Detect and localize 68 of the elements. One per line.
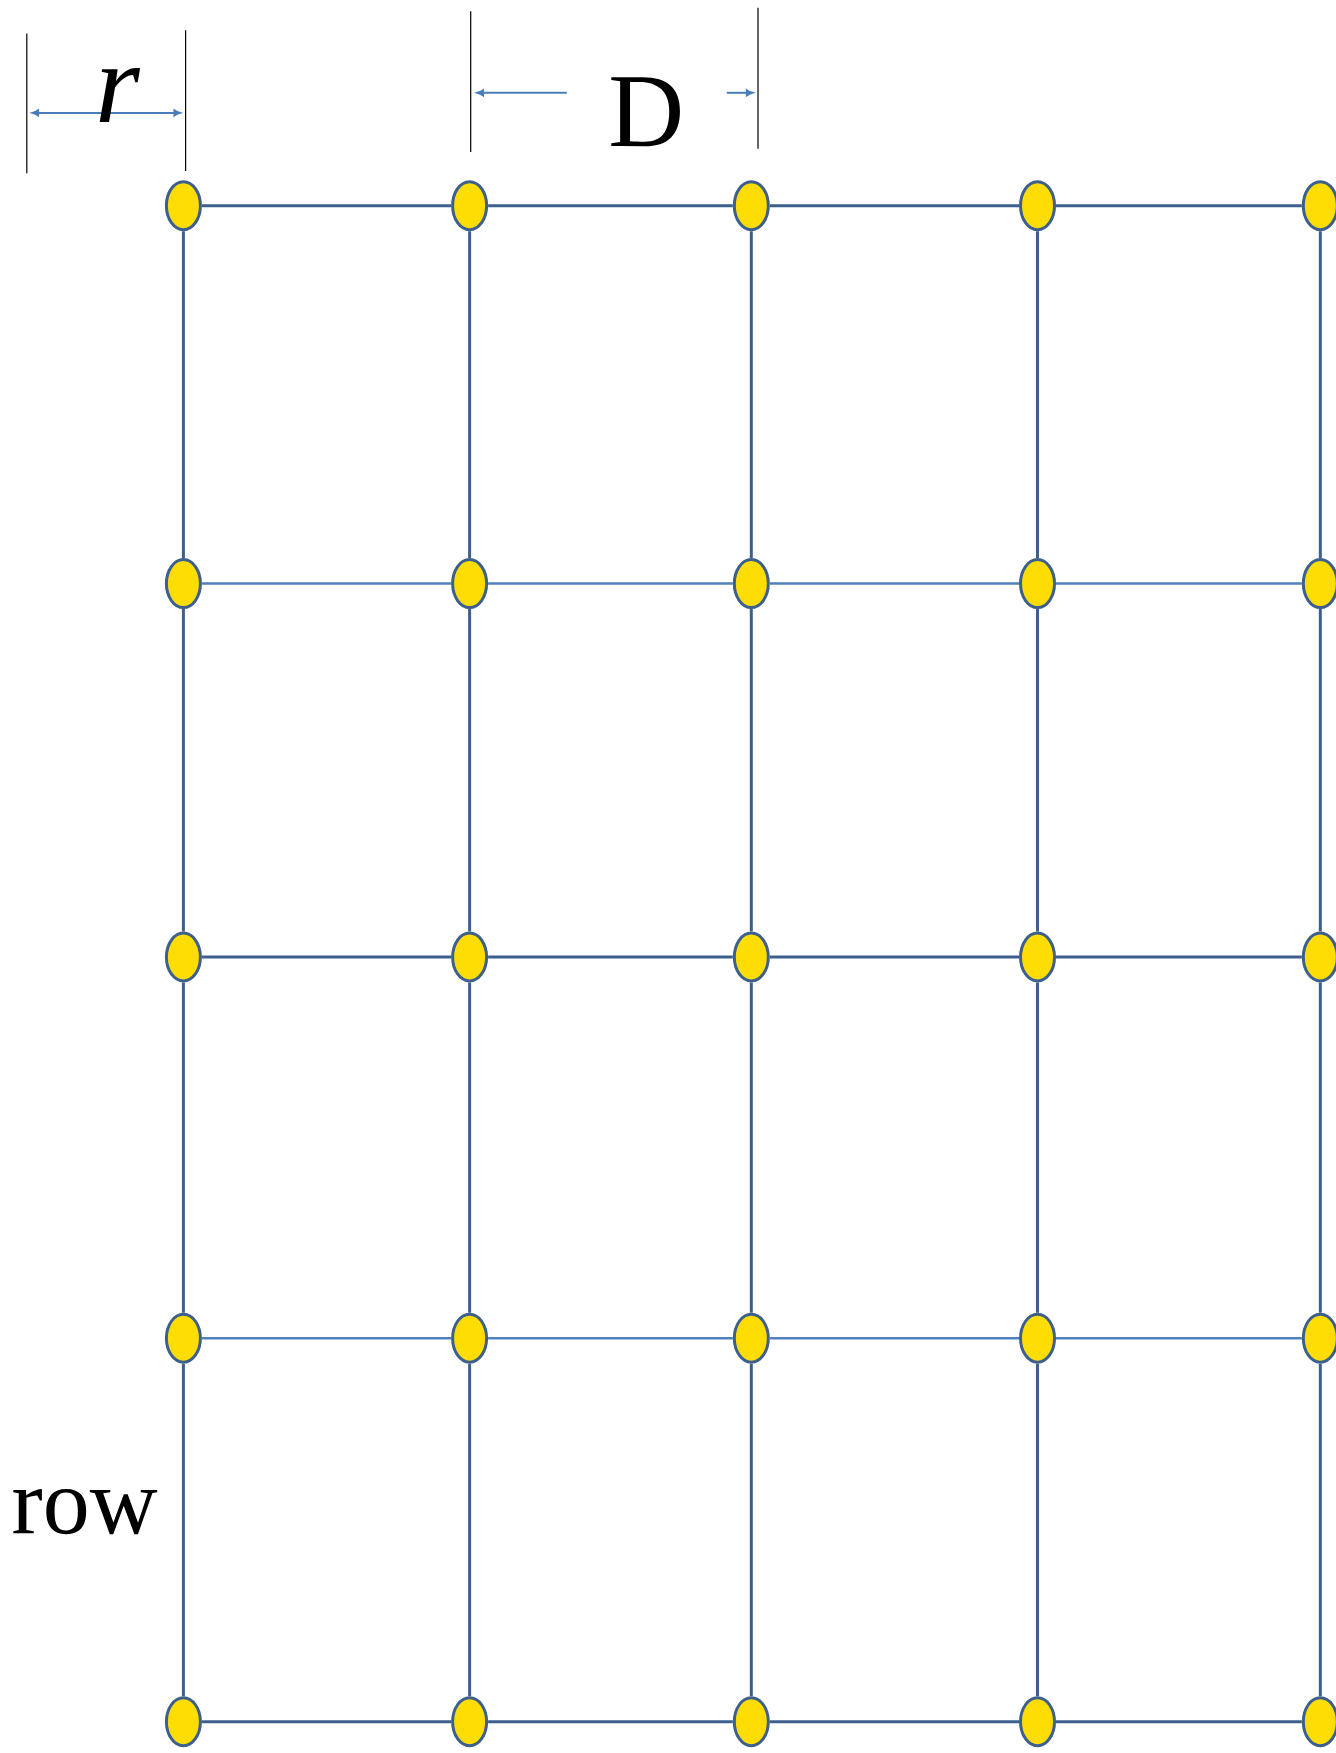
junction-dot — [1019, 1696, 1056, 1748]
grid-line — [769, 955, 1019, 959]
grid-line — [181, 609, 185, 932]
junction-dot — [1019, 1312, 1056, 1364]
grid-line — [201, 582, 452, 585]
junction-dot — [451, 1312, 489, 1364]
grid-line — [201, 204, 452, 208]
grid-line — [749, 609, 753, 932]
junction-dot — [164, 931, 202, 983]
grid-line — [1056, 204, 1302, 208]
grid-line — [488, 1336, 733, 1340]
junction-dot — [1301, 931, 1336, 983]
grid-line — [1036, 982, 1039, 1313]
junction-dot — [1301, 1312, 1336, 1364]
grid-line — [1056, 1336, 1302, 1340]
grid-line — [1036, 231, 1039, 559]
grid-line — [181, 982, 185, 1313]
grid-line — [1056, 955, 1302, 959]
grid-line — [181, 1363, 185, 1697]
junction-dot — [732, 1312, 770, 1364]
grid-line — [468, 1363, 472, 1697]
junction-dot — [451, 931, 489, 983]
grid-line — [1036, 1363, 1039, 1697]
grid-line — [201, 1336, 452, 1340]
junction-dot — [164, 558, 202, 610]
junction-dot — [164, 1312, 202, 1364]
junction-dot — [732, 558, 770, 610]
grid-line — [1036, 609, 1039, 932]
grid-line — [1318, 982, 1322, 1313]
grid-line — [749, 1363, 753, 1697]
junction-dot — [732, 1696, 770, 1748]
grid-line — [769, 1336, 1019, 1340]
grid-line — [1318, 1363, 1322, 1697]
grid-line — [769, 582, 1019, 585]
grid-line — [1056, 582, 1302, 585]
grid-line — [488, 204, 733, 208]
grid-line — [1318, 231, 1322, 559]
grid-line — [181, 231, 185, 559]
junction-dot — [1301, 180, 1336, 232]
junction-dot — [1301, 1696, 1336, 1748]
junction-dot — [164, 180, 202, 232]
grid-line — [468, 609, 472, 932]
grid-line — [749, 231, 753, 559]
grid-line — [201, 955, 452, 959]
grid-line — [488, 1720, 733, 1724]
junction-dot — [732, 180, 770, 232]
junction-dot — [1019, 558, 1056, 610]
junction-dot — [1301, 558, 1336, 610]
grid-line — [1056, 1720, 1302, 1724]
junction-dot — [732, 931, 770, 983]
grid-line — [749, 982, 753, 1313]
dimension-label: D — [611, 77, 680, 147]
grid-line — [488, 955, 733, 959]
grid-line — [468, 982, 472, 1313]
junction-dot — [451, 1696, 489, 1748]
grid-line — [201, 1720, 452, 1724]
grid-line — [468, 231, 472, 559]
grid-line — [769, 204, 1019, 208]
grid-line — [488, 582, 733, 585]
row-label: row — [13, 1488, 158, 1535]
junction-dot — [451, 558, 489, 610]
dimension-label: r — [99, 67, 141, 123]
grid-line — [769, 1720, 1019, 1724]
junction-dot — [451, 180, 489, 232]
grid-line — [1318, 609, 1322, 932]
junction-dot — [1019, 180, 1056, 232]
junction-dot — [1019, 931, 1056, 983]
junction-dot — [164, 1696, 202, 1748]
